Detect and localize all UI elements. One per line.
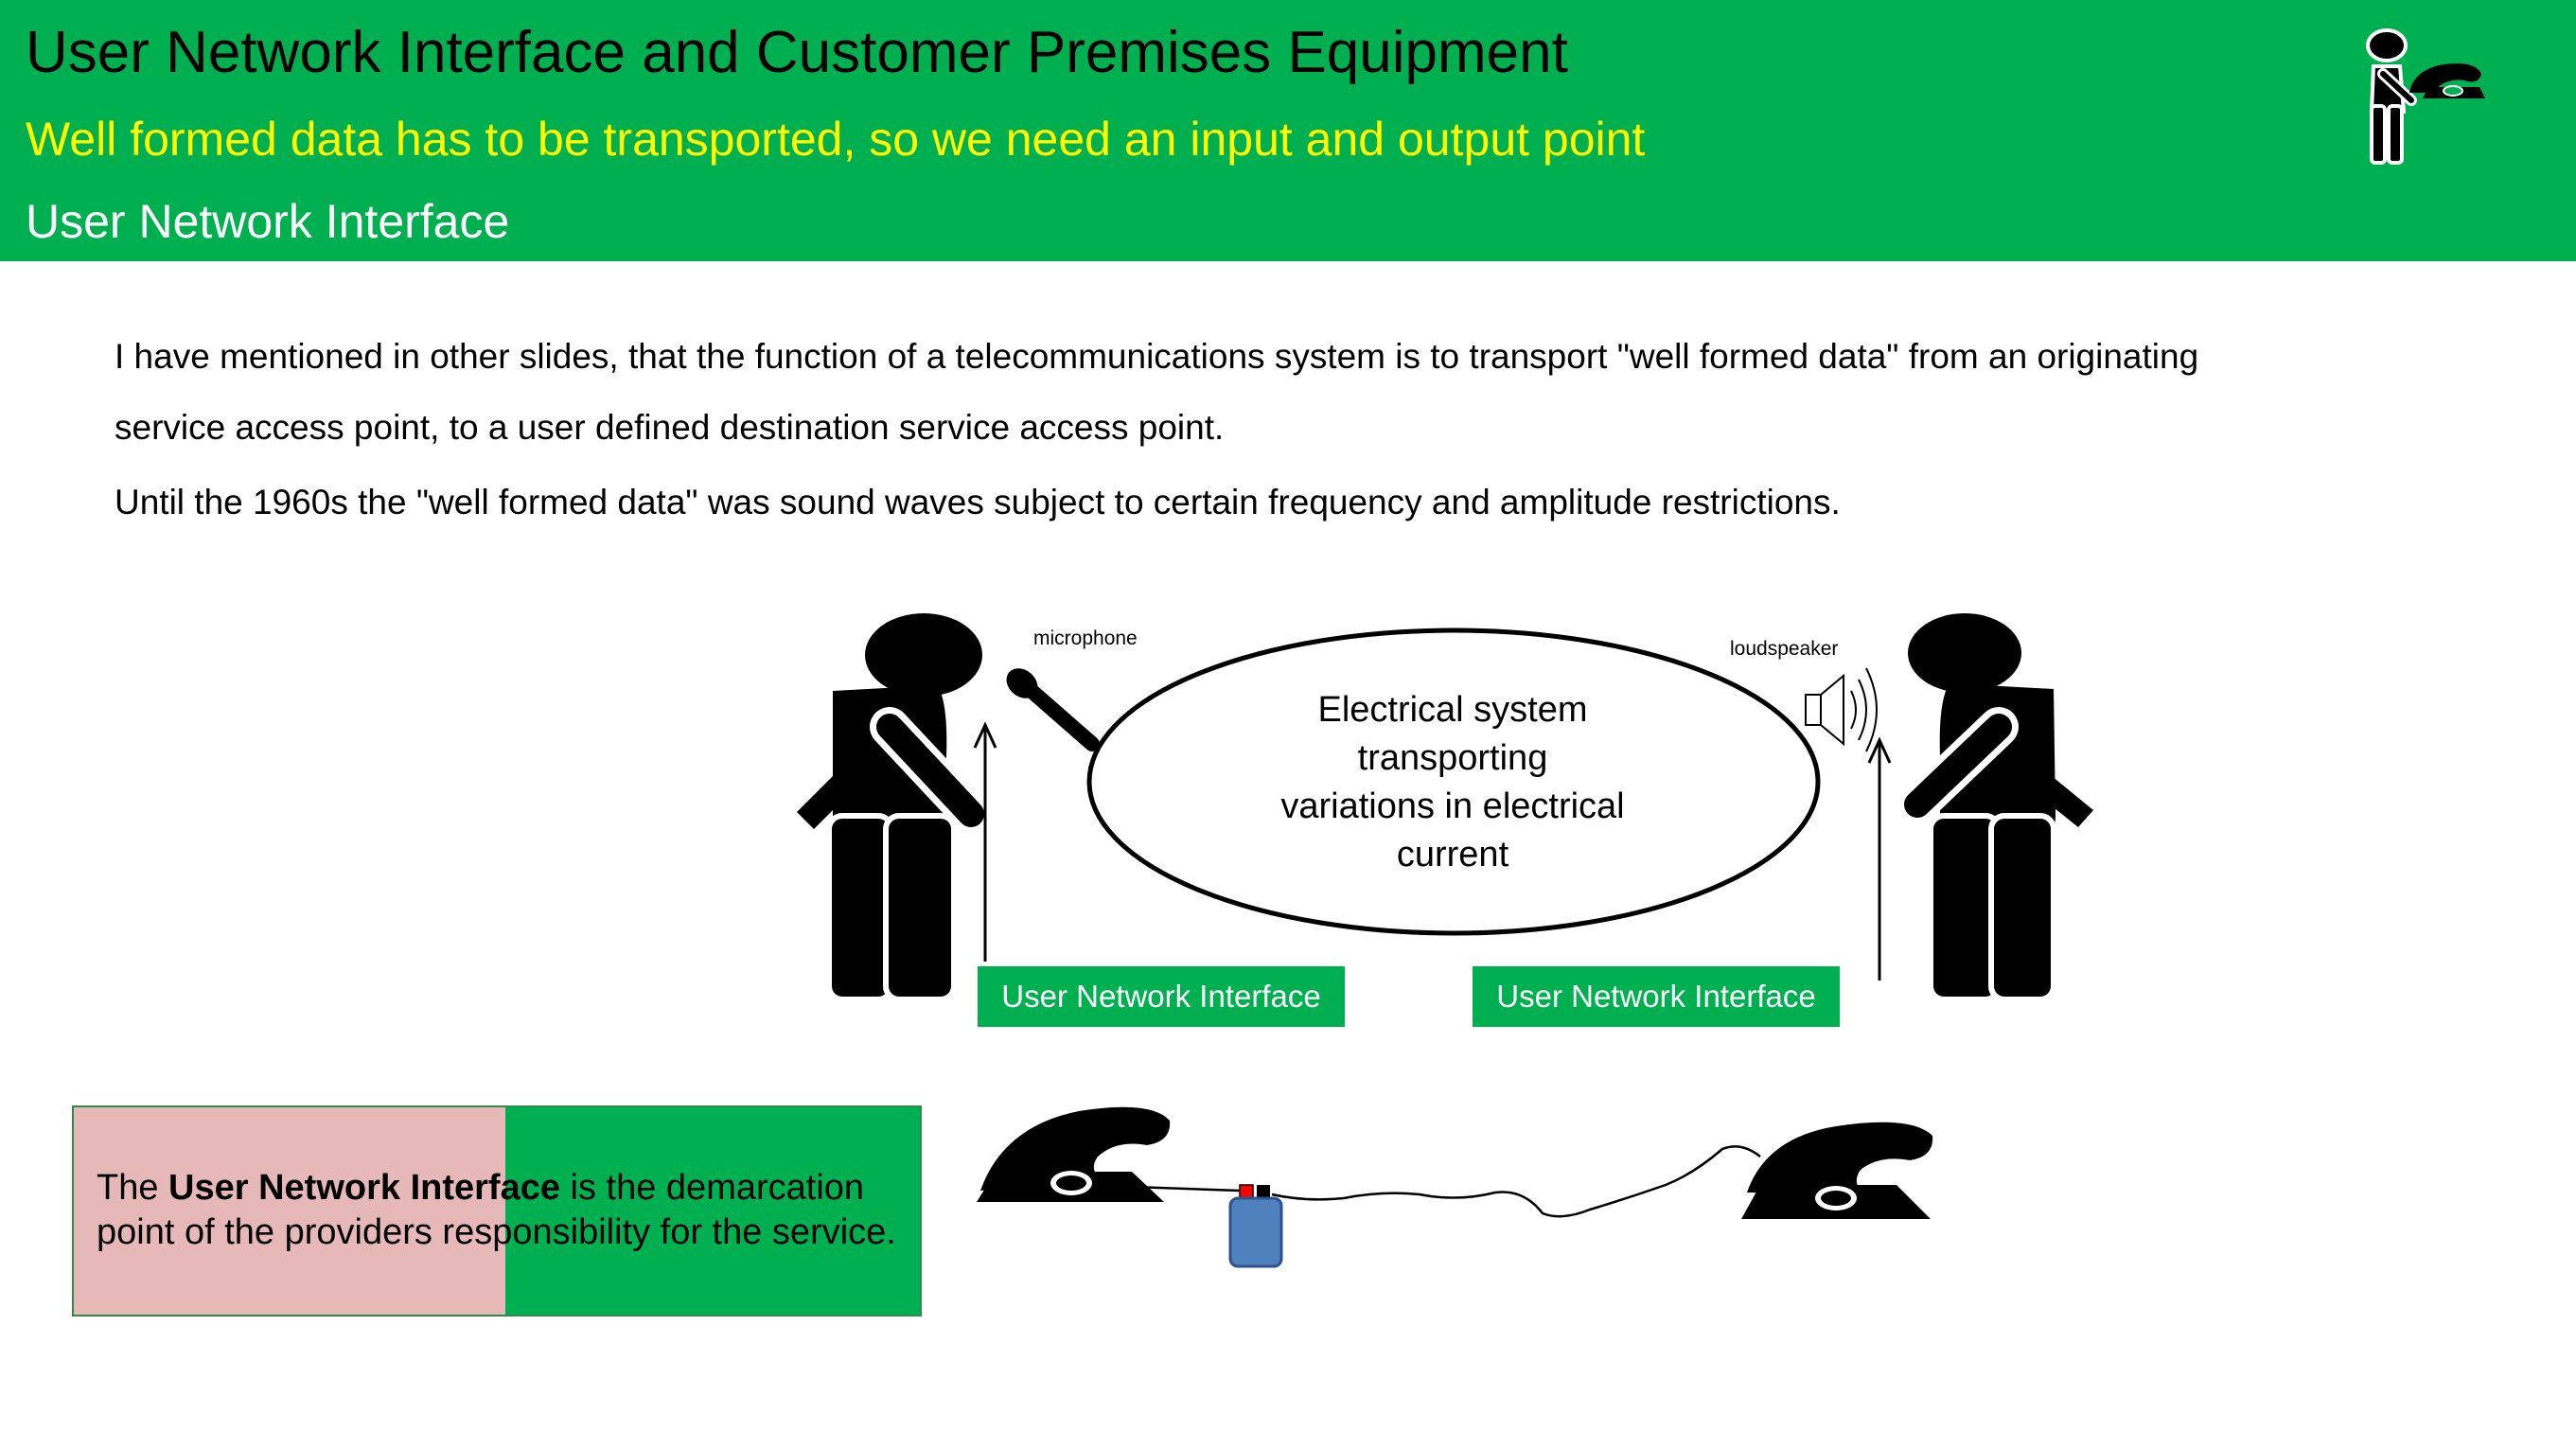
note-highlight xyxy=(74,1107,505,1315)
microphone-label: microphone xyxy=(1033,627,1138,649)
slide-header: User Network Interface and Customer Prem… xyxy=(0,0,2576,261)
note-prefix: The xyxy=(97,1168,169,1208)
ellipse-text-line: variations in electrical xyxy=(1280,786,1625,826)
telephone-icon xyxy=(1741,1122,1933,1219)
note-text: The User Network Interface is the demarc… xyxy=(97,1166,896,1255)
telephone-icon xyxy=(977,1106,1171,1202)
body-paragraph-line-2: service access point, to a user defined … xyxy=(115,408,1225,447)
person-speaking-icon xyxy=(797,613,991,1002)
slide-subtitle: Well formed data has to be transported, … xyxy=(26,113,1646,166)
ellipse-text-line: current xyxy=(1396,835,1509,875)
uni-label-right: User Network Interface xyxy=(1473,966,1840,1027)
body-paragraph-2: Until the 1960s the "well formed data" w… xyxy=(115,483,1841,521)
section-title: User Network Interface xyxy=(26,195,510,248)
note-bold-term: User Network Interface xyxy=(168,1168,560,1208)
ellipse-text-line: transporting xyxy=(1357,738,1548,778)
electrical-system-ellipse xyxy=(1086,627,1821,936)
network-terminal-icon xyxy=(1228,1184,1283,1268)
note-line-2: point of the providers responsibility fo… xyxy=(97,1212,896,1252)
note-suffix: is the demarcation xyxy=(559,1168,865,1208)
loudspeaker-icon xyxy=(1805,667,1878,752)
slide-title: User Network Interface and Customer Prem… xyxy=(26,20,1568,85)
note-line-1: The User Network Interface is the demarc… xyxy=(97,1166,896,1210)
person-with-telephone-icon xyxy=(2366,28,2485,165)
arrow-up-right xyxy=(1867,736,1892,981)
ellipse-text: Electrical system transporting variation… xyxy=(1230,686,1675,879)
microphone-icon xyxy=(1006,668,1100,751)
loudspeaker-label: loudspeaker xyxy=(1730,638,1839,660)
body-paragraph-line-1: I have mentioned in other slides, that t… xyxy=(115,337,2199,376)
person-listening-icon xyxy=(1897,613,2093,1002)
ellipse-text-line: Electrical system xyxy=(1317,690,1588,730)
arrow-up-left xyxy=(973,721,997,962)
uni-label-left: User Network Interface xyxy=(978,966,1345,1027)
definition-note-box: The User Network Interface is the demarc… xyxy=(72,1105,922,1316)
